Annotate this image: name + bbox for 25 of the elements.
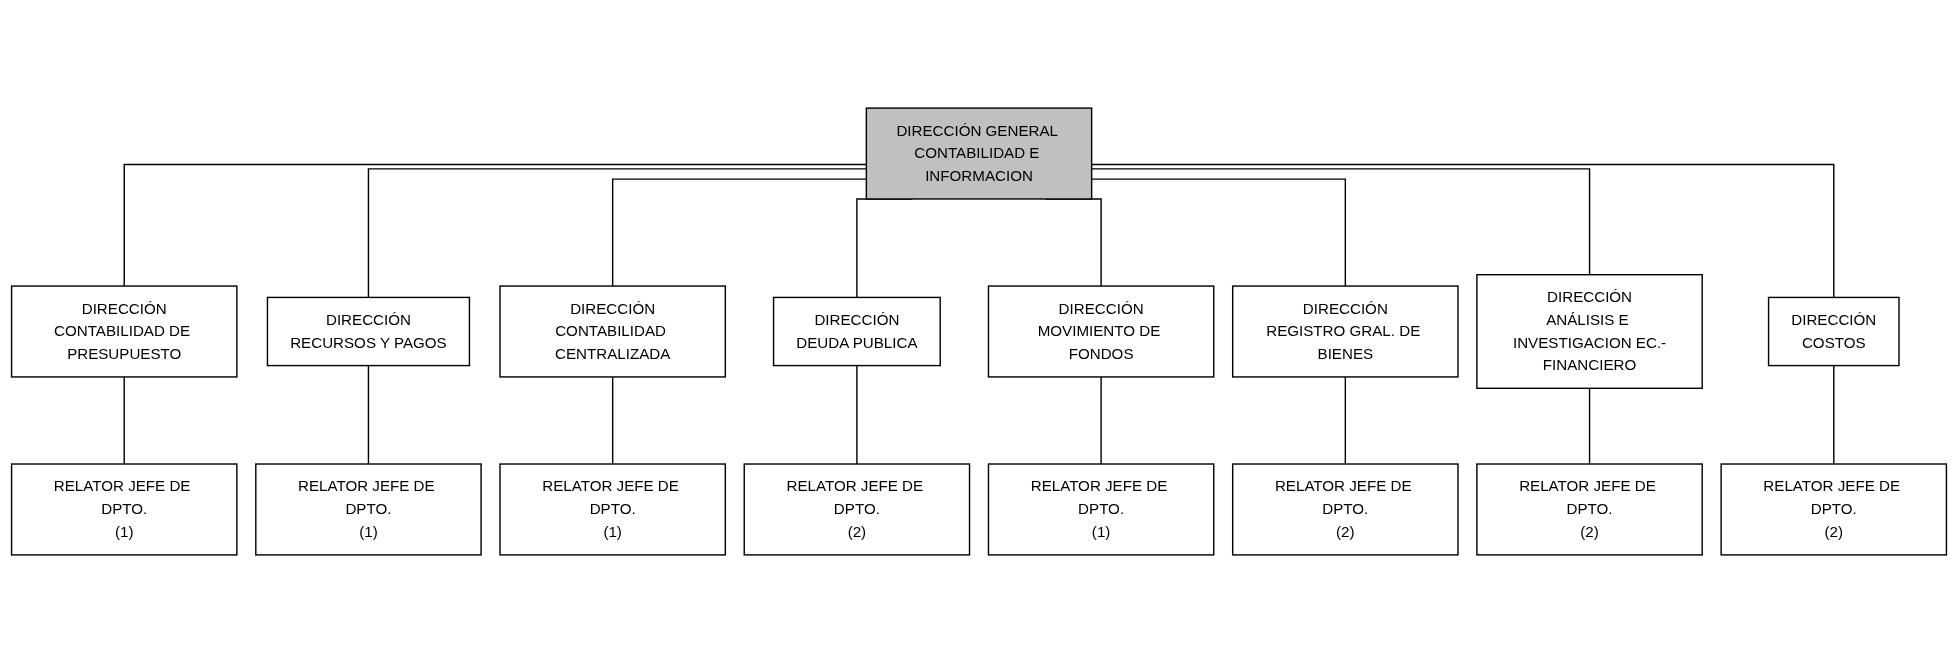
connector bbox=[611, 375, 614, 465]
connector bbox=[367, 364, 370, 465]
connector bbox=[1100, 375, 1102, 465]
node-box: RELATOR JEFE DE DPTO. (1) bbox=[10, 462, 238, 556]
node-box: DIRECCIÓN ANÁLISIS E INVESTIGACION EC.-FINANCIERO bbox=[1476, 273, 1703, 389]
node-box: DIRECCIÓN DEUDA PUBLICA bbox=[772, 296, 941, 366]
connector bbox=[1833, 364, 1835, 465]
node-box: DIRECCIÓN CONTABILIDAD DE PRESUPUESTO bbox=[10, 284, 238, 378]
connector bbox=[856, 364, 858, 465]
node-box: RELATOR JEFE DE DPTO. (1) bbox=[499, 462, 726, 556]
node-box: RELATOR JEFE DE DPTO. (2) bbox=[1476, 462, 1703, 556]
node-box: RELATOR JEFE DE DPTO. (2) bbox=[743, 462, 971, 556]
node-box: DIRECCIÓN CONTABILIDAD CENTRALIZADA bbox=[499, 284, 726, 378]
connector bbox=[1344, 375, 1347, 465]
node-box: RELATOR JEFE DE DPTO. (1) bbox=[987, 462, 1215, 556]
connector bbox=[1588, 387, 1591, 465]
node-box: DIRECCIÓN COSTOS bbox=[1767, 296, 1900, 366]
node-box: DIRECCIÓN GENERAL CONTABILIDAD E INFORMACION bbox=[865, 106, 1093, 200]
node-box: DIRECCIÓN RECURSOS Y PAGOS bbox=[266, 296, 471, 366]
node-box: DIRECCIÓN REGISTRO GRAL. DE BIENES bbox=[1232, 284, 1459, 378]
node-box: DIRECCIÓN MOVIMIENTO DE FONDOS bbox=[987, 284, 1215, 378]
node-box: RELATOR JEFE DE DPTO. (2) bbox=[1232, 462, 1459, 556]
node-box: RELATOR JEFE DE DPTO. (2) bbox=[1720, 462, 1948, 556]
connector bbox=[123, 375, 125, 465]
node-box: RELATOR JEFE DE DPTO. (1) bbox=[255, 462, 482, 556]
